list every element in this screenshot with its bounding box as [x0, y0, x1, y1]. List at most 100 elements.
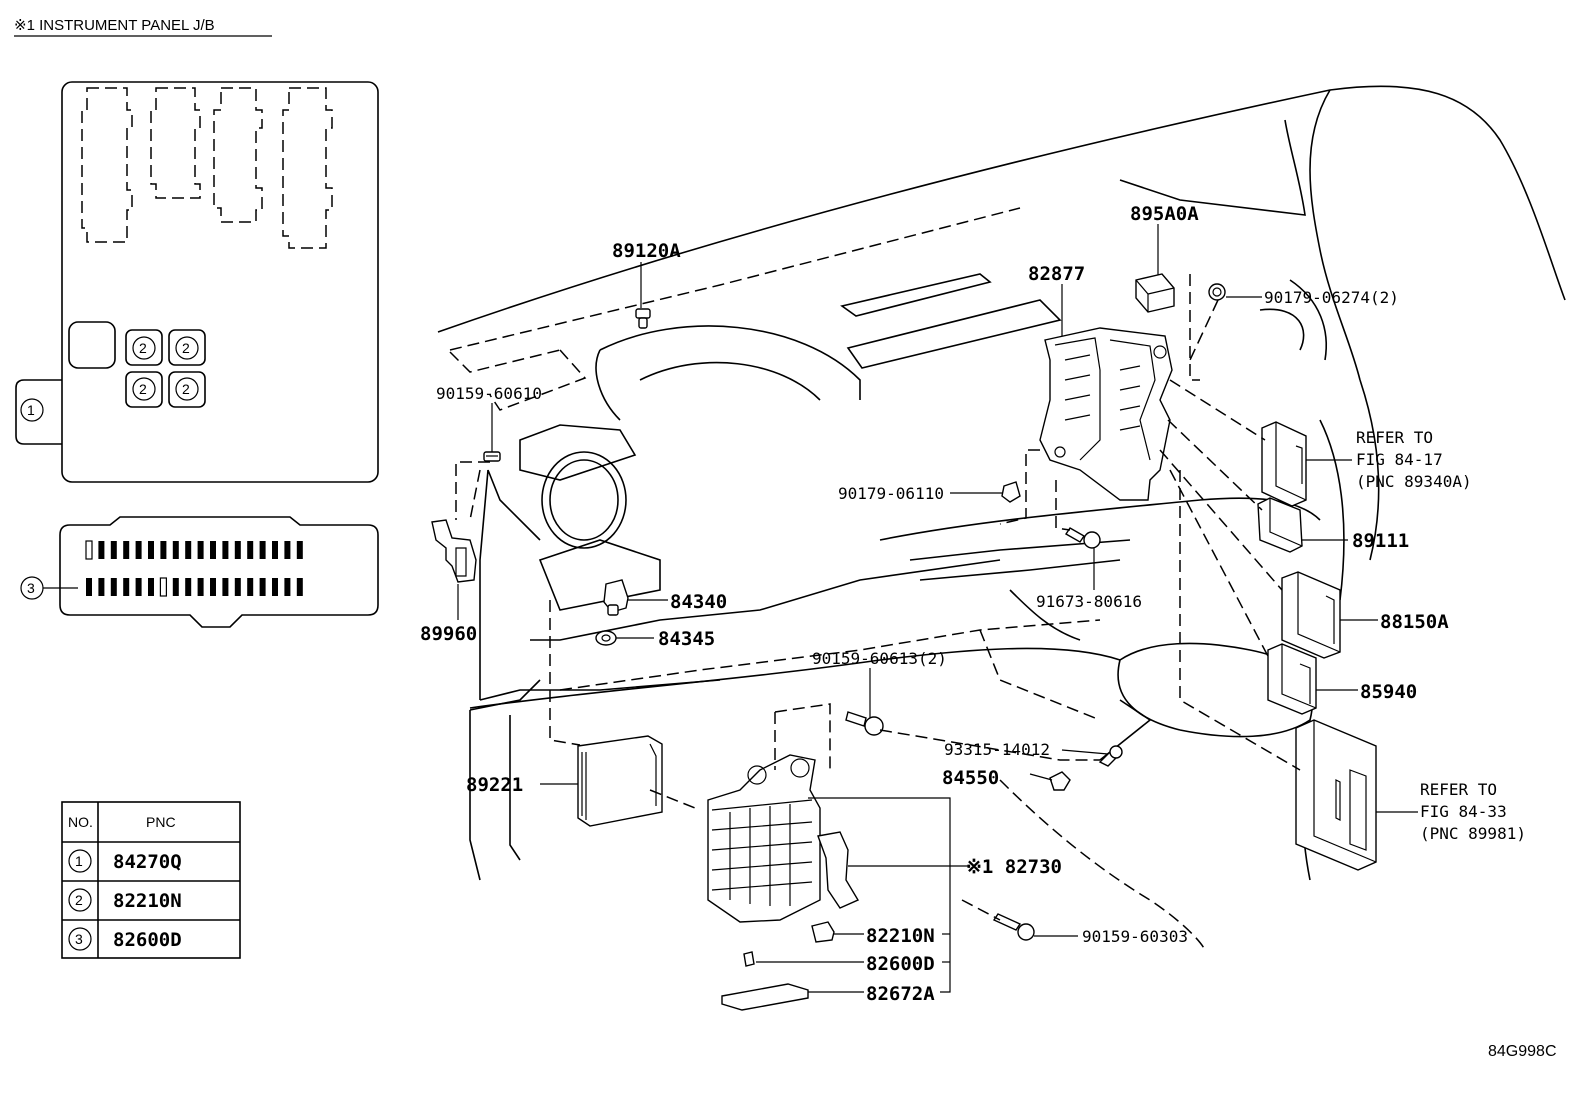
label-84340: 84340	[670, 591, 727, 613]
connector-pin	[272, 578, 278, 596]
label-82210n: 82210N	[866, 925, 935, 947]
ecu-89981	[1295, 719, 1377, 871]
connector-pin	[197, 578, 204, 596]
marker-2-d: 2	[182, 381, 190, 397]
refer-1-line-1: REFER TO	[1356, 428, 1433, 447]
jb-bracket	[817, 831, 860, 909]
connector-pin	[110, 578, 117, 596]
legend-row-1-no: 1	[75, 853, 83, 869]
fuse-slot-4	[282, 87, 333, 249]
nut-84345	[595, 630, 617, 646]
jb-side-outline	[59, 516, 379, 628]
jb-side-view: 3	[20, 516, 379, 628]
connector-pin	[185, 578, 192, 596]
marker-2-c: 2	[139, 381, 147, 397]
connector-pin	[296, 541, 303, 559]
connector-pin	[148, 578, 154, 596]
connector-pin	[85, 540, 93, 560]
connector-pin	[296, 578, 303, 596]
jb-outline	[61, 81, 379, 483]
connector-pin	[110, 541, 117, 559]
diagram-title: ※1 INSTRUMENT PANEL J/B	[14, 17, 215, 34]
ecu-89111	[1257, 497, 1303, 553]
connector-pin	[98, 541, 105, 559]
label-84550: 84550	[942, 767, 999, 789]
connector-pin	[222, 541, 229, 559]
label-90159-60610: 90159-60610	[436, 384, 542, 403]
connector-pin	[272, 541, 278, 559]
bracket-82877	[1039, 327, 1173, 501]
connector-pin	[247, 541, 254, 559]
label-90159-60303: 90159-60303	[1082, 927, 1188, 946]
marker-3: 3	[27, 580, 35, 596]
connector-pin	[135, 578, 142, 596]
refer-1-line-2: FIG 84-17	[1356, 450, 1443, 469]
cover-82672a	[721, 983, 809, 1011]
leader-lines	[457, 224, 1418, 993]
fuse-slot-2	[150, 87, 201, 199]
connector-pin	[160, 541, 167, 559]
label-90179-06110: 90179-06110	[838, 484, 944, 503]
figure-id: 84G998C	[1488, 1043, 1557, 1060]
connector-pin	[159, 577, 167, 597]
label-89221: 89221	[466, 774, 523, 796]
refer-1-line-3: (PNC 89340A)	[1356, 472, 1472, 491]
bolt-90159-60613	[845, 711, 884, 736]
bolt-91673-80616	[1065, 527, 1101, 549]
refer-2-line-2: FIG 84-33	[1420, 802, 1507, 821]
label-91673-80616: 91673-80616	[1036, 592, 1142, 611]
marker-1: 1	[27, 402, 35, 418]
bolt-90159-60303	[992, 913, 1035, 941]
fuse-2-c: 2	[125, 371, 163, 408]
legend-row-1-pnc: 84270Q	[113, 851, 182, 873]
label-89960: 89960	[420, 623, 477, 645]
part-labels: 89120A 895A0A 82877 90179-06274(2) 90159…	[420, 203, 1449, 1005]
connector-pin	[259, 541, 266, 559]
fuse-82600d	[743, 951, 755, 967]
connector-pin	[86, 578, 92, 596]
clip-84550	[1049, 771, 1071, 791]
junction-block-82730	[707, 754, 821, 923]
connector-pin	[247, 578, 254, 596]
refer-note-1: REFER TO FIG 84-17 (PNC 89340A)	[1356, 428, 1472, 491]
marker-2-a: 2	[139, 340, 147, 356]
connector-pin	[123, 578, 130, 596]
label-89120a: 89120A	[612, 240, 681, 262]
connector-pin	[234, 541, 241, 559]
nut-90179-06110	[1001, 481, 1021, 503]
ecu-89340a	[1261, 421, 1307, 507]
connector-pin	[98, 578, 105, 596]
switch-84340	[603, 579, 629, 616]
fuse-slot-1	[81, 87, 133, 243]
connector-pin	[259, 578, 266, 596]
refer-2-line-1: REFER TO	[1420, 780, 1497, 799]
legend-row-2-no: 2	[75, 892, 83, 908]
connector-pin	[185, 541, 192, 559]
fuse-slot-3	[213, 87, 263, 223]
connector-pin	[172, 541, 179, 559]
legend-row-3-pnc: 82600D	[113, 929, 182, 951]
ecu-85940	[1267, 643, 1317, 715]
fuse-2-d: 2	[168, 371, 206, 408]
bracket-89960	[431, 519, 477, 583]
connector-pin	[284, 541, 291, 559]
jb-side-tab	[15, 379, 62, 445]
label-93315-14012: 93315-14012	[944, 740, 1050, 759]
relay-895a0a	[1135, 273, 1175, 313]
label-85940: 85940	[1360, 681, 1417, 703]
pin-row-lower	[86, 577, 303, 597]
legend-row-3-no: 3	[75, 931, 83, 947]
legend-table: NO. PNC 1 84270Q 2 82210N 3 82600D	[61, 801, 241, 959]
legend-header-pnc: PNC	[146, 814, 176, 830]
connector-pin	[284, 578, 291, 596]
jb-top-view: 2 2 2 2 1	[15, 81, 379, 483]
fuse-2-a: 2	[125, 329, 163, 366]
relay-block	[68, 321, 116, 369]
refer-note-2: REFER TO FIG 84-33 (PNC 89981)	[1420, 780, 1526, 843]
nut-90179-06274	[1208, 283, 1226, 301]
connector-pin	[210, 578, 216, 596]
label-895a0a: 895A0A	[1130, 203, 1199, 225]
bolt-90159-60610	[483, 451, 501, 462]
connector-pin	[148, 541, 154, 559]
